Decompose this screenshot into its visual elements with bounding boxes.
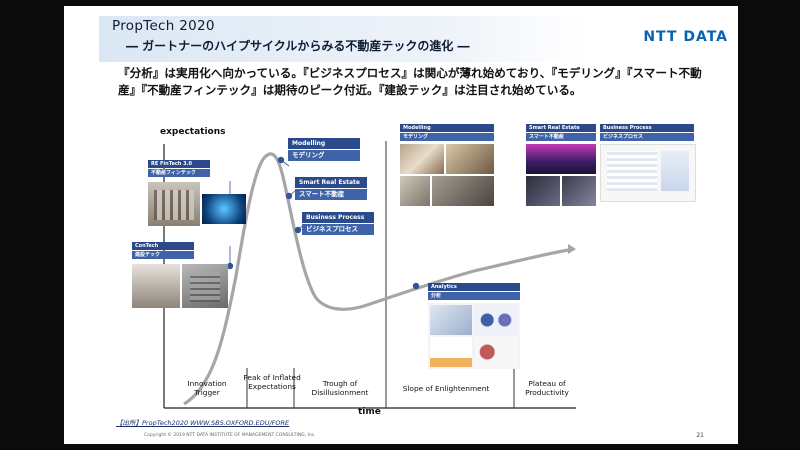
card-analytics: Analytics 分析 — [428, 283, 520, 300]
item-fintech-ja: 不動産フィンテック — [148, 169, 210, 177]
analytics-image — [428, 303, 520, 369]
item-modelling-en: Modelling — [288, 138, 360, 149]
phase-label-peak: Peak of Inflated Expectations — [243, 373, 301, 391]
item-business-ja: ビジネスプロセス — [302, 224, 374, 235]
connector — [297, 225, 303, 231]
summary-text: 『分析』は実用化へ向かっている。『ビジネスプロセス』は関心が薄れ始めており、『モ… — [118, 66, 702, 97]
card-modelling: Modelling モデリング — [400, 124, 494, 141]
item-fintech-en: RE FinTech 3.0 — [148, 160, 210, 168]
item-business-en: Business Process — [302, 212, 374, 223]
phase-label-slope: Slope of Enlightenment — [402, 384, 490, 393]
phase-label-trough: Trough of Disillusionment — [311, 379, 369, 397]
item-contech-ja: 建設テック — [132, 251, 194, 259]
card-analytics-en: Analytics — [428, 283, 520, 291]
card-smart-en: Smart Real Estate — [526, 124, 596, 132]
item-contech-en: ConTech — [132, 242, 194, 250]
slide-subtitle: ― ガートナーのハイプサイクルからみる不動産テックの進化 ― — [126, 39, 470, 53]
slide-title: PropTech 2020 — [112, 18, 215, 34]
y-axis-label: expectations — [160, 127, 226, 137]
item-contech: ConTech 建設テック — [132, 242, 194, 259]
x-axis-label: time — [358, 407, 381, 417]
card-smart-ja: スマート不動産 — [526, 133, 596, 141]
item-smart: Smart Real Estate スマート不動産 — [295, 177, 367, 200]
copyright-text: Copyright © 2019 NTT DATA INSTITUTE OF M… — [144, 433, 316, 438]
contech-image — [132, 264, 228, 308]
curve-dot-analytics — [412, 282, 420, 290]
page-number: 21 — [696, 432, 704, 439]
card-business: Business Process ビジネスプロセス — [600, 124, 694, 141]
connector — [280, 159, 290, 167]
item-smart-en: Smart Real Estate — [295, 177, 367, 188]
item-smart-ja: スマート不動産 — [295, 189, 367, 200]
card-modelling-ja: モデリング — [400, 133, 494, 141]
card-business-ja: ビジネスプロセス — [600, 133, 694, 141]
ntt-data-logo: NTT DATA — [643, 29, 728, 45]
card-analytics-ja: 分析 — [428, 292, 520, 300]
phase-label-plateau: Plateau of Productivity — [525, 379, 569, 397]
item-fintech: RE FinTech 3.0 不動産フィンテック — [148, 160, 210, 177]
hype-cycle-diagram — [163, 141, 576, 409]
item-modelling-ja: モデリング — [288, 150, 360, 161]
item-business: Business Process ビジネスプロセス — [302, 212, 374, 235]
modelling-image — [400, 144, 494, 206]
item-modelling: Modelling モデリング — [288, 138, 360, 161]
business-image — [600, 144, 696, 202]
connector — [288, 190, 296, 197]
source-text[interactable]: 【出所】PropTech2020 WWW.SBS.OXFORD.EDU/FORE — [116, 419, 290, 427]
phase-label-innovation-trigger: Innovation Trigger — [187, 379, 227, 397]
card-modelling-en: Modelling — [400, 124, 494, 132]
fintech-image — [148, 182, 246, 226]
smart-image — [526, 144, 596, 206]
hype-curve — [183, 152, 575, 406]
card-business-en: Business Process — [600, 124, 694, 132]
title-bar — [99, 16, 587, 62]
slide: PropTech 2020 ― ガートナーのハイプサイクルからみる不動産テックの… — [64, 6, 738, 444]
card-smart: Smart Real Estate スマート不動産 — [526, 124, 596, 141]
curve-arrowhead — [568, 244, 576, 254]
